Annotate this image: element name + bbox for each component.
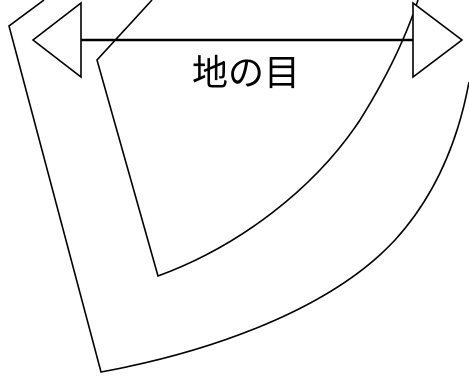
pattern-piece-outer-outline (8, 0, 469, 373)
pattern-piece-inner-outline (96, 0, 419, 278)
grainline-arrow-left-head (31, 1, 82, 79)
grainline-label: 地の目 (192, 53, 300, 94)
grainline-arrow-right-head (412, 1, 464, 79)
